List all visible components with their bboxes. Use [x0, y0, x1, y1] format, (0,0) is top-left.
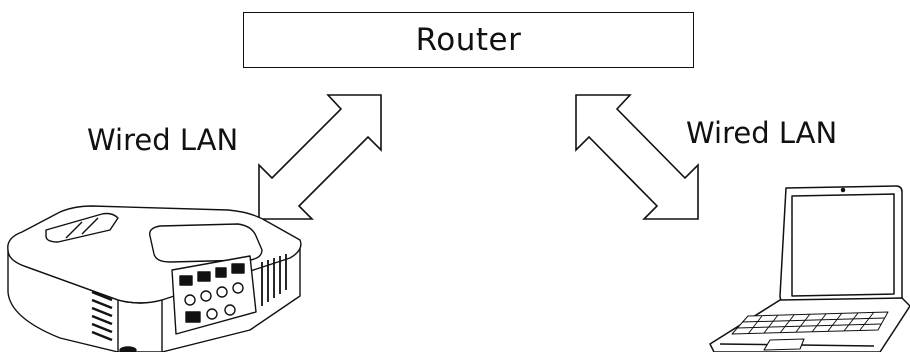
arrow-left-icon	[258, 94, 382, 220]
router-box: Router	[243, 12, 694, 68]
router-label: Router	[415, 22, 522, 58]
wired-lan-label-right: Wired LAN	[686, 116, 838, 150]
laptop-icon	[709, 185, 910, 352]
projector-icon	[7, 205, 302, 352]
arrow-right-icon	[575, 94, 699, 220]
wired-lan-label-left: Wired LAN	[87, 123, 239, 157]
